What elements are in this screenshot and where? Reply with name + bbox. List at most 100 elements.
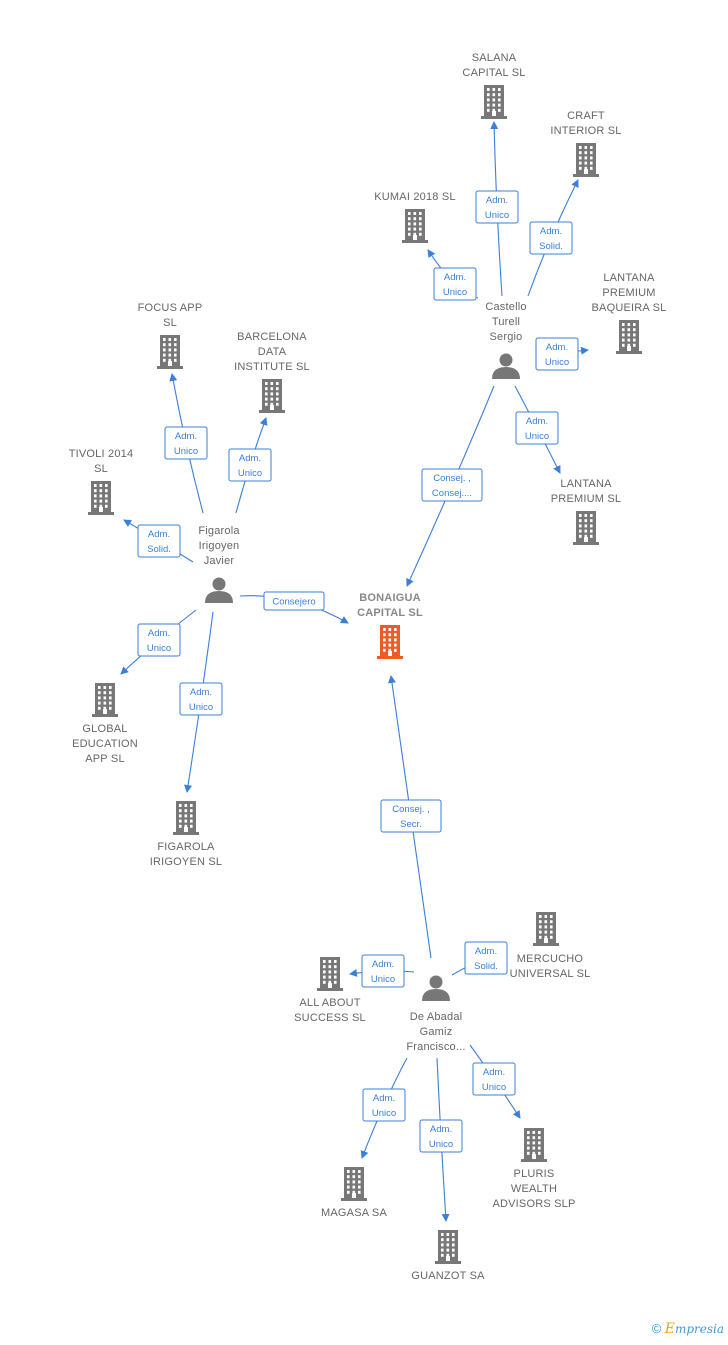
node-label: Turell [492,316,520,328]
edge-deabadal-pluris: Adm. Unico [469,1044,521,1119]
relation-label-box[interactable] [515,411,559,445]
node-label: Gamiz [420,1026,453,1038]
relation-label-text: Adm. [239,453,261,464]
copyright-symbol: © [651,1321,662,1336]
relation-label-text: Adm. [526,416,548,427]
relation-label-box[interactable] [475,190,519,224]
brand-logo-text: mpresia [674,1322,724,1336]
relation-label-text: Unico [372,1108,396,1119]
node-label: De Abadal [410,1011,463,1023]
relation-label-text: Solid. [474,961,498,972]
relation-label-text: Consej.... [432,488,472,499]
node-label: Javier [204,555,235,567]
building-icon [573,511,599,545]
relation-label-text: Secr. [400,819,422,830]
relation-label-text: Adm. [540,226,562,237]
relation-label-box[interactable] [362,1088,406,1122]
building-icon [521,1128,547,1162]
relation-label-box[interactable] [421,468,483,502]
relation-label-text: Unico [545,357,569,368]
building-icon [88,481,114,515]
relation-label-box[interactable] [137,623,181,657]
edge-figarola-figarola_sl: Adm.Unico [179,611,223,793]
node-label: GLOBAL [82,723,127,735]
node-label: EDUCATION [72,738,138,750]
building-icon [173,801,199,835]
relation-label-text: Adm. [430,1124,452,1135]
relation-label-text: Solid. [147,544,171,555]
relation-label-text: Unico [174,446,198,457]
person-icon [422,975,450,1001]
relation-label-box[interactable] [164,426,208,460]
relation-label-text: Consejero [272,597,315,608]
node-label: KUMAI 2018 SL [374,191,455,203]
node-label: DATA [258,346,287,358]
relation-label-box[interactable] [464,941,508,975]
relation-label-box[interactable] [263,591,325,611]
building-icon [573,143,599,177]
node-label: Sergio [490,331,523,343]
relation-label-text: Adm. [372,959,394,970]
relation-label-text: Adm. [148,529,170,540]
node-label: SUCCESS SL [294,1012,366,1024]
building-icon [157,335,183,369]
company-node-magasa[interactable]: MAGASA SA [321,1167,387,1219]
building-icon [533,912,559,946]
edge-figarola-focus: Adm. Unico [164,373,208,514]
building-icon [92,683,118,717]
edge-castello-lantana_baq: Adm.Unico [535,337,589,371]
node-label: CAPITAL SL [462,67,525,79]
node-label: IRIGOYEN SL [150,856,223,868]
building-icon [317,957,343,991]
company-node-guanzot[interactable]: GUANZOT SA [411,1230,485,1282]
node-label: MERCUCHO [517,953,584,965]
relation-label-box[interactable] [535,337,579,371]
node-label: PREMIUM SL [551,493,621,505]
node-label: SL [163,317,177,329]
relation-label-text: Unico [238,468,262,479]
relation-label-box[interactable] [472,1062,516,1096]
relation-label-box[interactable] [228,448,272,482]
relation-label-box[interactable] [137,524,181,558]
edge-castello-craft: Adm. Solid. [527,179,579,297]
person-node-deabadal[interactable]: De AbadalGamizFrancisco... [406,975,465,1054]
company-node-kumai[interactable]: KUMAI 2018 SL [374,191,456,243]
edge-deabadal-mercucho: Adm.Solid. [451,941,508,976]
relation-label-box[interactable] [361,954,405,988]
relation-label-text: Unico [485,210,509,221]
relation-label-box[interactable] [380,799,442,833]
relation-label-box[interactable] [419,1119,463,1153]
relation-label-text: Adm. [444,272,466,283]
relation-label-text: Unico [189,702,213,713]
company-node-bonaigua[interactable]: BONAIGUA CAPITAL SL [357,592,423,659]
relation-label-text: Adm. [175,431,197,442]
relation-label-box[interactable] [179,682,223,716]
relation-label-text: Solid. [539,241,563,252]
node-label: Castello [485,301,526,313]
node-label: BONAIGUA [359,592,421,604]
relation-label-text: Adm. [483,1067,505,1078]
edge-deabadal-allabout: Adm.Unico [349,954,415,988]
node-label: INSTITUTE SL [234,361,310,373]
building-icon [435,1230,461,1264]
node-label: CAPITAL SL [357,607,423,619]
relation-label-box[interactable] [529,221,573,255]
relation-label-box[interactable] [433,267,477,301]
relation-label-text: Unico [482,1082,506,1093]
